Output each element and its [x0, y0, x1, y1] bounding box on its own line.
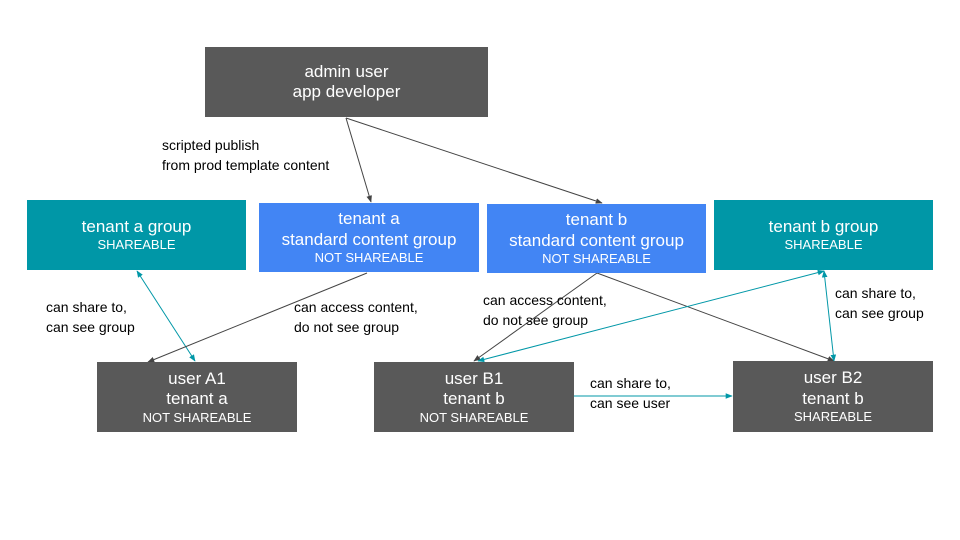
tenant-b-std-line1: tenant b	[565, 210, 628, 230]
arrow-admin-to-tenant-b-std	[345, 117, 603, 204]
user-b2-node: user B2 tenant b SHAREABLE	[733, 361, 933, 432]
label-tenant-a-share: can share to, can see group	[46, 297, 135, 338]
admin-user-title: admin user	[304, 61, 389, 81]
label-scripted-publish: scripted publish from prod template cont…	[162, 135, 329, 176]
tenant-b-group-node: tenant b group SHAREABLE	[714, 200, 933, 270]
label-scripted-publish-line2: from prod template content	[162, 157, 330, 174]
user-b1-tenant: tenant b	[443, 389, 505, 409]
tenant-a-std-tag: NOT SHAREABLE	[314, 250, 424, 266]
arrow-user-b1-tenant-b-group	[477, 269, 825, 363]
label-user-share: can share to, can see user	[590, 373, 671, 414]
label-tenant-b-access-line1: can access content,	[483, 292, 607, 308]
tenant-a-group-node: tenant a group SHAREABLE	[27, 200, 246, 270]
user-b1-tag: NOT SHAREABLE	[419, 409, 529, 425]
user-b1-name: user B1	[444, 368, 504, 388]
label-tenant-b-access-line2: do not see group	[483, 312, 589, 329]
arrow-tenant-b-std-to-user-b2	[596, 272, 835, 362]
tenant-b-group-tag: SHAREABLE	[784, 237, 863, 253]
label-tenant-b-access: can access content, do not see group	[483, 290, 607, 331]
label-tenant-b-share: can share to, can see group	[835, 283, 924, 324]
user-b2-name: user B2	[803, 368, 863, 388]
label-tenant-b-share-line2: can see group	[835, 305, 924, 322]
tenant-b-group-title: tenant b group	[768, 217, 879, 236]
arrow-tenant-b-group-user-b2	[821, 270, 837, 362]
tenant-b-std-tag: NOT SHAREABLE	[542, 251, 651, 267]
label-tenant-b-share-line1: can share to,	[835, 285, 916, 301]
label-tenant-a-share-line1: can share to,	[46, 299, 127, 315]
arrow-tenant-a-group-user-a1	[136, 270, 196, 362]
admin-user-node: admin user app developer	[205, 47, 488, 117]
tenant-a-std-line1: tenant a	[338, 209, 400, 229]
user-b1-node: user B1 tenant b NOT SHAREABLE	[374, 362, 574, 432]
label-tenant-a-access-line2: do not see group	[294, 319, 400, 336]
arrow-admin-to-tenant-a-std	[345, 117, 372, 203]
label-user-share-line1: can share to,	[590, 375, 671, 391]
user-a1-node: user A1 tenant a NOT SHAREABLE	[97, 362, 297, 432]
label-user-share-line2: can see user	[590, 395, 671, 412]
tenant-a-standard-content-group-node: tenant a standard content group NOT SHAR…	[259, 203, 479, 272]
label-tenant-a-share-line2: can see group	[46, 319, 135, 336]
admin-user-role: app developer	[292, 82, 401, 101]
user-a1-tag: NOT SHAREABLE	[142, 409, 252, 425]
tenant-a-group-tag: SHAREABLE	[97, 237, 176, 253]
user-b2-tenant: tenant b	[802, 388, 864, 408]
arrow-tenant-a-std-to-user-a1	[147, 272, 368, 363]
user-b2-tag: SHAREABLE	[793, 409, 873, 425]
label-tenant-a-access: can access content, do not see group	[294, 297, 418, 338]
tenant-a-std-line2: standard content group	[281, 229, 457, 249]
tenant-b-std-line2: standard content group	[509, 230, 684, 250]
label-tenant-a-access-line1: can access content,	[294, 299, 418, 315]
user-a1-tenant: tenant a	[166, 389, 228, 409]
tenant-a-group-title: tenant a group	[81, 217, 192, 236]
label-scripted-publish-line1: scripted publish	[162, 137, 260, 153]
user-a1-name: user A1	[168, 368, 226, 388]
tenant-b-standard-content-group-node: tenant b standard content group NOT SHAR…	[487, 204, 706, 273]
